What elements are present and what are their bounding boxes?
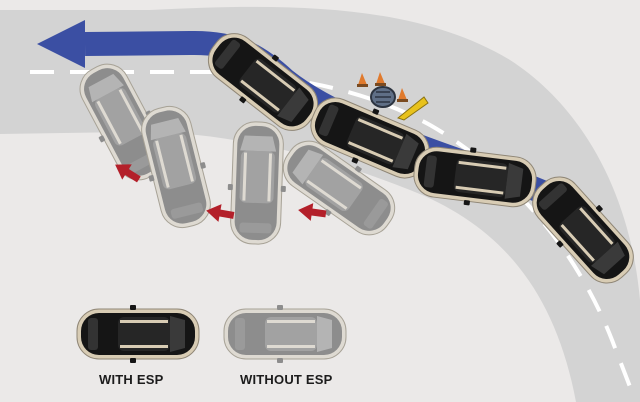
legend-label-without-esp: WITHOUT ESP (240, 372, 333, 387)
legend-label-with-esp: WITH ESP (99, 372, 164, 387)
traffic-cone-icon (397, 88, 408, 102)
warning-sign-icon (396, 96, 429, 121)
car-without-esp-3 (225, 120, 289, 246)
traffic-cone-icon (357, 73, 368, 87)
esp-path-arrowhead (37, 20, 85, 68)
legend-car-without-esp (223, 304, 347, 364)
legend-car-with-esp (76, 304, 200, 364)
traffic-cone-icon (375, 72, 386, 86)
drain-cover-icon (370, 86, 396, 108)
road (0, 6, 640, 402)
